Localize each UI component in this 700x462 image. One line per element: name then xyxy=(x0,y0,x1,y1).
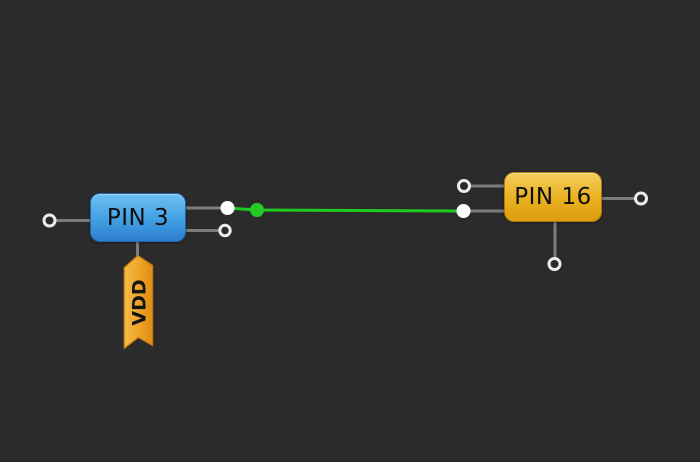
node-pin3-label: PIN 3 xyxy=(106,204,170,231)
pin3-right-bottom-port[interactable] xyxy=(218,223,232,238)
pin3-left-port[interactable] xyxy=(42,213,57,228)
node-pin16[interactable]: PIN 16 xyxy=(504,172,602,222)
wire-junction-dot[interactable] xyxy=(250,203,264,217)
pin16-left-top-port[interactable] xyxy=(457,179,471,193)
pin3-right-top-port-connected[interactable] xyxy=(220,201,235,215)
pin16-bottom-port[interactable] xyxy=(547,257,562,271)
node-pin3[interactable]: PIN 3 xyxy=(90,193,186,242)
pin16-left-bottom-port-connected[interactable] xyxy=(456,204,471,218)
vdd-net-flag[interactable] xyxy=(123,254,154,350)
pin16-right-port[interactable] xyxy=(634,191,648,206)
node-pin16-label: PIN 16 xyxy=(514,184,592,210)
vdd-flag-label: VDD xyxy=(129,279,151,325)
